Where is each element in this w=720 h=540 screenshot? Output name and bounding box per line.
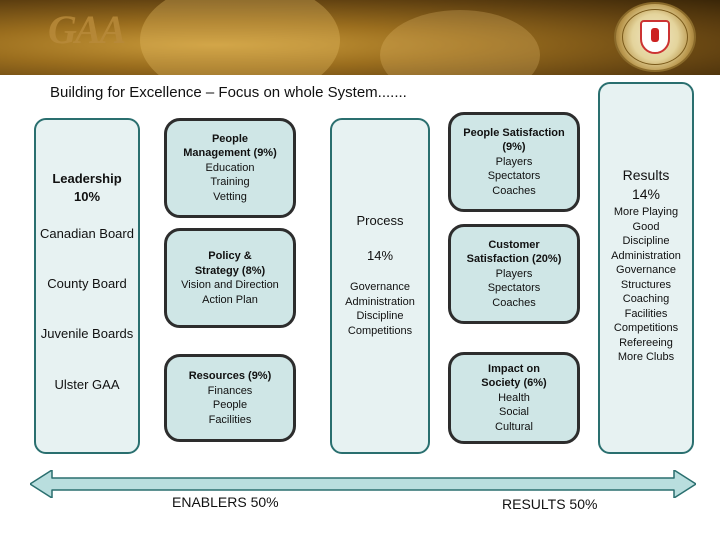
- policy-strategy-box: Policy & Strategy (8%) Vision and Direct…: [164, 228, 296, 328]
- leadership-item: Canadian Board: [36, 225, 138, 242]
- results-item: Good: [600, 220, 692, 235]
- result-item: Health: [498, 391, 530, 406]
- result-item: Spectators: [488, 169, 541, 184]
- customer-satisfaction-box: Customer Satisfaction (20%) Players Spec…: [448, 224, 580, 324]
- leadership-label: Leadership: [36, 170, 138, 188]
- leadership-item: Ulster GAA: [36, 376, 138, 393]
- process-item: Administration: [332, 295, 428, 310]
- enabler-item: Vision and Direction: [181, 278, 279, 293]
- process-item: Discipline: [332, 309, 428, 324]
- result-item: Cultural: [495, 420, 533, 435]
- results-item: More Playing: [600, 205, 692, 220]
- results-items: More Playing Good Discipline Administrat…: [600, 205, 692, 365]
- enabler-item: Vetting: [213, 190, 247, 205]
- process-item: Governance: [332, 280, 428, 295]
- enabler-item: Action Plan: [202, 293, 258, 308]
- enabler-heading: Policy & Strategy (8%): [185, 249, 275, 278]
- enabler-item: People: [213, 398, 247, 413]
- result-item: Coaches: [492, 184, 535, 199]
- resources-box: Resources (9%) Finances People Facilitie…: [164, 354, 296, 442]
- result-item: Players: [496, 267, 533, 282]
- leadership-item: Juvenile Boards: [36, 325, 138, 342]
- result-item: Social: [499, 405, 529, 420]
- result-heading: Impact on Society (6%): [474, 362, 554, 391]
- results-heading: Results: [600, 166, 692, 185]
- double-arrow-icon: [30, 470, 696, 498]
- banner-glow: [140, 0, 340, 75]
- banner-glow: [380, 10, 540, 75]
- enabler-item: Finances: [208, 384, 253, 399]
- impact-on-society-box: Impact on Society (6%) Health Social Cul…: [448, 352, 580, 444]
- process-percent: 14%: [332, 248, 428, 263]
- red-hand-icon: [651, 28, 659, 42]
- process-box: Process 14% Governance Administration Di…: [330, 118, 430, 454]
- leadership-box: Leadership 10% Canadian Board County Boa…: [34, 118, 140, 454]
- results-percent: 14%: [600, 185, 692, 204]
- header-banner: GAA: [0, 0, 720, 75]
- people-management-box: People Management (9%) Education Trainin…: [164, 118, 296, 218]
- results-item: Competitions: [600, 321, 692, 336]
- results-item: More Clubs: [600, 350, 692, 365]
- results-item: Discipline: [600, 234, 692, 249]
- result-item: Players: [496, 155, 533, 170]
- results-item: Structures: [600, 278, 692, 293]
- process-heading: Process: [332, 213, 428, 228]
- enabler-item: Training: [210, 175, 249, 190]
- result-item: Coaches: [492, 296, 535, 311]
- process-items: Governance Administration Discipline Com…: [332, 280, 428, 338]
- process-item: Competitions: [332, 324, 428, 339]
- enabler-item: Facilities: [209, 413, 252, 428]
- crest-shield: [640, 20, 670, 54]
- leadership-heading: Leadership 10%: [36, 170, 138, 206]
- results-footer: RESULTS 50%: [502, 496, 597, 512]
- people-satisfaction-box: People Satisfaction (9%) Players Spectat…: [448, 112, 580, 212]
- result-item: Spectators: [488, 281, 541, 296]
- enabler-heading: Resources (9%): [189, 369, 272, 384]
- leadership-item: County Board: [36, 275, 138, 292]
- enablers-footer: ENABLERS 50%: [172, 494, 279, 510]
- enabler-item: Education: [206, 161, 255, 176]
- results-item: Facilities: [600, 307, 692, 322]
- gaa-logo: GAA: [48, 6, 124, 53]
- results-item: Governance: [600, 263, 692, 278]
- page-title: Building for Excellence – Focus on whole…: [50, 84, 407, 101]
- results-item: Refereeing: [600, 336, 692, 351]
- result-heading: People Satisfaction (9%): [462, 126, 566, 155]
- results-item: Coaching: [600, 292, 692, 307]
- enabler-heading: People Management (9%): [178, 132, 282, 161]
- results-box: Results 14% More Playing Good Discipline…: [598, 82, 694, 454]
- county-crest-icon: [614, 2, 696, 72]
- results-heading-group: Results 14%: [600, 166, 692, 204]
- result-heading: Customer Satisfaction (20%): [459, 238, 569, 267]
- results-item: Administration: [600, 249, 692, 264]
- leadership-percent: 10%: [36, 188, 138, 206]
